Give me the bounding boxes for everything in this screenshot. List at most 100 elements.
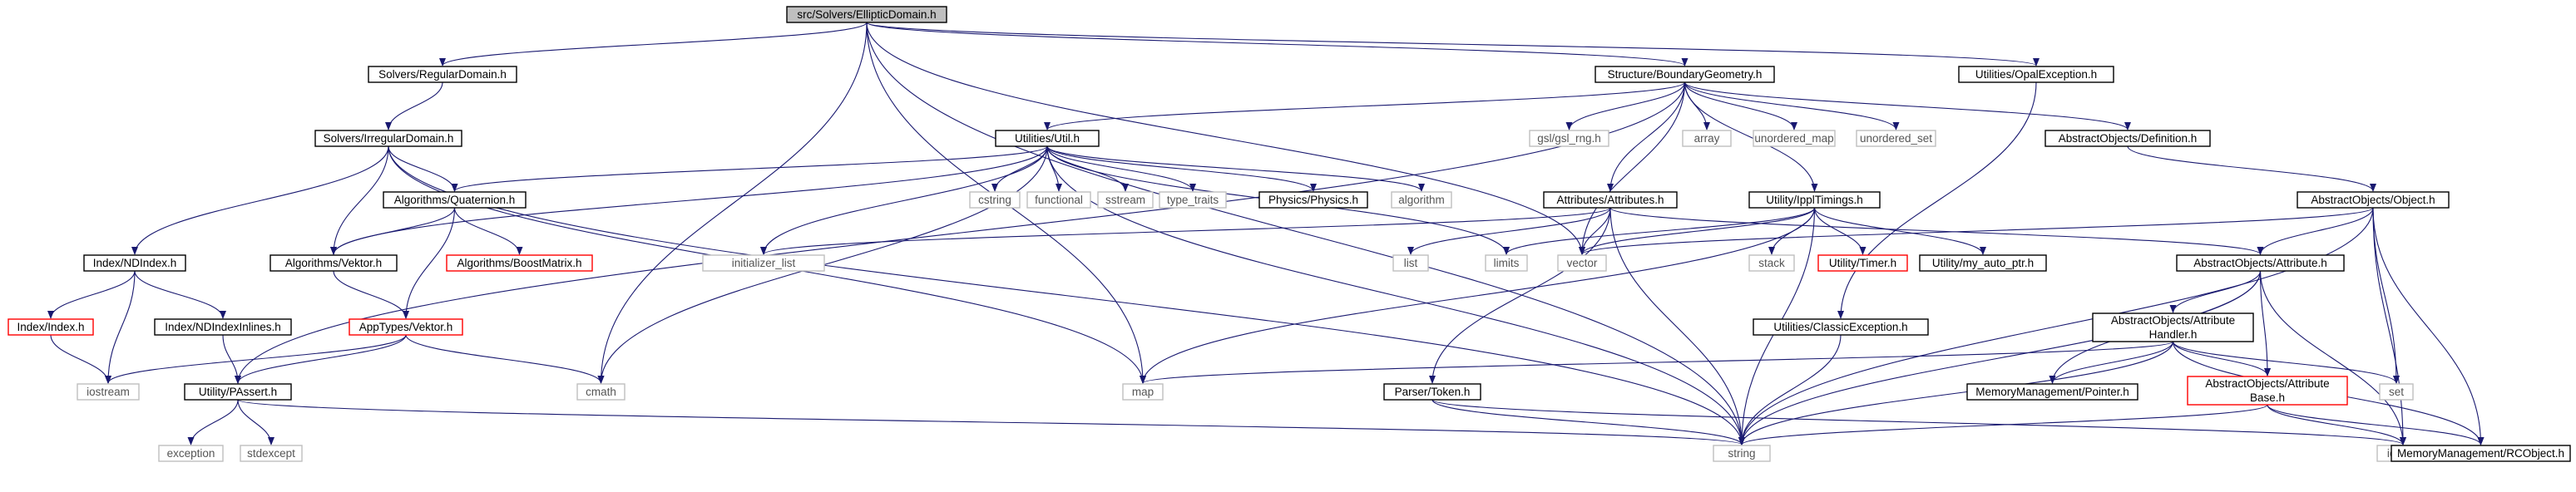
node-box: [1097, 191, 1154, 209]
edge-root-to-vector: [866, 22, 1585, 255]
node-quaternion[interactable]: Algorithms/Quaternion.h: [383, 191, 527, 209]
edge-line: [2372, 207, 2406, 445]
node-apptypesvektor[interactable]: AppTypes/Vektor.h: [349, 318, 463, 336]
node-boundarygeometry[interactable]: Structure/BoundaryGeometry.h: [1595, 66, 1775, 83]
edge-line: [2127, 145, 2376, 192]
node-utilh[interactable]: Utilities/Util.h: [995, 130, 1100, 147]
edge-attributes-to-vector: [1579, 207, 1611, 255]
node-myautoptr[interactable]: Utility/my_auto_ptr.h: [1919, 254, 2047, 272]
node-label: cstring: [978, 194, 1011, 206]
node-vektor[interactable]: Algorithms/Vektor.h: [269, 254, 398, 272]
node-physics[interactable]: Physics/Physics.h: [1258, 191, 1368, 209]
edge-definition-to-objecth: [2127, 145, 2376, 192]
edge-line: [134, 270, 226, 319]
node-root[interactable]: src/Solvers/EllipticDomain.h: [786, 6, 947, 23]
edge-attributes-to-list: [1407, 207, 1611, 255]
edge-root-to-string: [866, 22, 1745, 445]
node-label: algorithm: [1398, 194, 1445, 206]
edge-boundarygeometry-to-passert: [235, 81, 1686, 384]
node-box: [2379, 383, 2414, 401]
node-box: [1595, 66, 1775, 83]
edge-attributes-to-attributeh: [1609, 207, 2264, 255]
node-label: Utility/PAssert.h: [199, 386, 277, 398]
edge-line: [47, 270, 136, 319]
node-box: [1258, 191, 1368, 209]
node-attributes[interactable]: Attributes/Attributes.h: [1543, 191, 1678, 209]
node-objecth[interactable]: AbstractObjects/Object.h: [2297, 191, 2450, 209]
edge-root-to-regulardomain: [439, 22, 868, 66]
edge-attrhandler-to-set: [2172, 341, 2400, 384]
edge-line: [1684, 81, 1797, 130]
edge-line: [2257, 207, 2374, 255]
edge-boundarygeometry-to-utilh: [1044, 81, 1686, 130]
edge-line: [1046, 145, 1317, 192]
node-box: [1557, 254, 1607, 272]
node-rcobject[interactable]: MemoryManagement/RCObject.h: [2391, 445, 2571, 462]
edge-line: [50, 334, 111, 384]
node-box: [314, 130, 462, 147]
edge-line: [1738, 207, 2374, 445]
edge-line: [385, 81, 443, 130]
edge-line: [1837, 81, 2037, 319]
node-opalexception[interactable]: Utilities/OpalException.h: [1958, 66, 2114, 83]
node-label: Solvers/IrregularDomain.h: [324, 132, 454, 145]
node-irregulardomain[interactable]: Solvers/IrregularDomain.h: [314, 130, 462, 147]
node-label: array: [1694, 132, 1720, 145]
node-definition[interactable]: AbstractObjects/Definition.h: [2044, 130, 2211, 147]
edge-line: [2259, 270, 2406, 445]
node-box: [969, 191, 1021, 209]
node-indexh[interactable]: Index/Index.h: [7, 318, 94, 336]
node-ndindexinlines[interactable]: Index/NDIndexInlines.h: [154, 318, 292, 336]
node-pointerh[interactable]: MemoryManagement/Pointer.h: [1966, 383, 2138, 401]
edge-apptypesvektor-to-cmath: [405, 334, 605, 384]
edge-boundarygeometry-to-gslrng: [1565, 81, 1686, 130]
node-timerh[interactable]: Utility/Timer.h: [1817, 254, 1908, 272]
node-classicexception[interactable]: Utilities/ClassicException.h: [1753, 318, 1929, 336]
node-boostmatrix[interactable]: Algorithms/BoostMatrix.h: [446, 254, 593, 272]
node-box: [1485, 254, 1528, 272]
node-tokenh[interactable]: Parser/Token.h: [1383, 383, 1481, 401]
edge-line: [1140, 207, 1816, 384]
node-regulardomain[interactable]: Solvers/RegularDomain.h: [368, 66, 517, 83]
node-box: [240, 445, 303, 462]
edge-attrhandler-to-pointerh: [2049, 341, 2174, 384]
node-ippltimings[interactable]: Utility/IpplTimings.h: [1748, 191, 1881, 209]
node-box: [1122, 383, 1164, 401]
edge-line: [405, 334, 605, 384]
edge-attributeh-to-string: [1738, 270, 2262, 445]
edge-line: [1046, 145, 1196, 192]
edge-line: [1140, 341, 2174, 384]
node-label: Utility/Timer.h: [1829, 257, 1896, 269]
edge-boundarygeometry-to-ippltimings: [1684, 81, 1818, 192]
node-attributeh[interactable]: AbstractObjects/Attribute.h: [2176, 254, 2345, 272]
edge-quaternion-to-apptypesvektor: [403, 207, 456, 319]
node-typetraits: type_traits: [1159, 191, 1227, 209]
node-box: [1817, 254, 1908, 272]
node-label: Index/NDIndexInlines.h: [165, 321, 281, 333]
node-ndindex[interactable]: Index/NDIndex.h: [83, 254, 186, 272]
edge-ippltimings-to-map: [1140, 207, 1816, 384]
node-set: set: [2379, 383, 2414, 401]
edge-line: [2049, 341, 2174, 384]
node-cstring: cstring: [969, 191, 1021, 209]
node-label: limits: [1494, 257, 1520, 269]
edge-ippltimings-to-vector: [1579, 207, 1816, 255]
edge-line: [2172, 341, 2400, 384]
node-box: [154, 318, 292, 336]
node-box: [184, 383, 292, 401]
edge-line: [866, 22, 1745, 445]
node-label: Physics/Physics.h: [1268, 194, 1358, 206]
edge-line: [187, 399, 239, 445]
edge-attrbase-to-rcobject: [2267, 404, 2485, 445]
node-label: Algorithms/BoostMatrix.h: [457, 257, 581, 269]
edge-line: [2172, 341, 2271, 376]
node-label: Utilities/OpalException.h: [1975, 68, 2097, 81]
node-passert[interactable]: Utility/PAssert.h: [184, 383, 292, 401]
edge-attrbase-to-iosfwd: [2267, 404, 2406, 445]
edge-attributeh-to-iosfwd: [2259, 270, 2406, 445]
edge-line: [451, 145, 1048, 192]
edge-line: [1609, 207, 2264, 255]
